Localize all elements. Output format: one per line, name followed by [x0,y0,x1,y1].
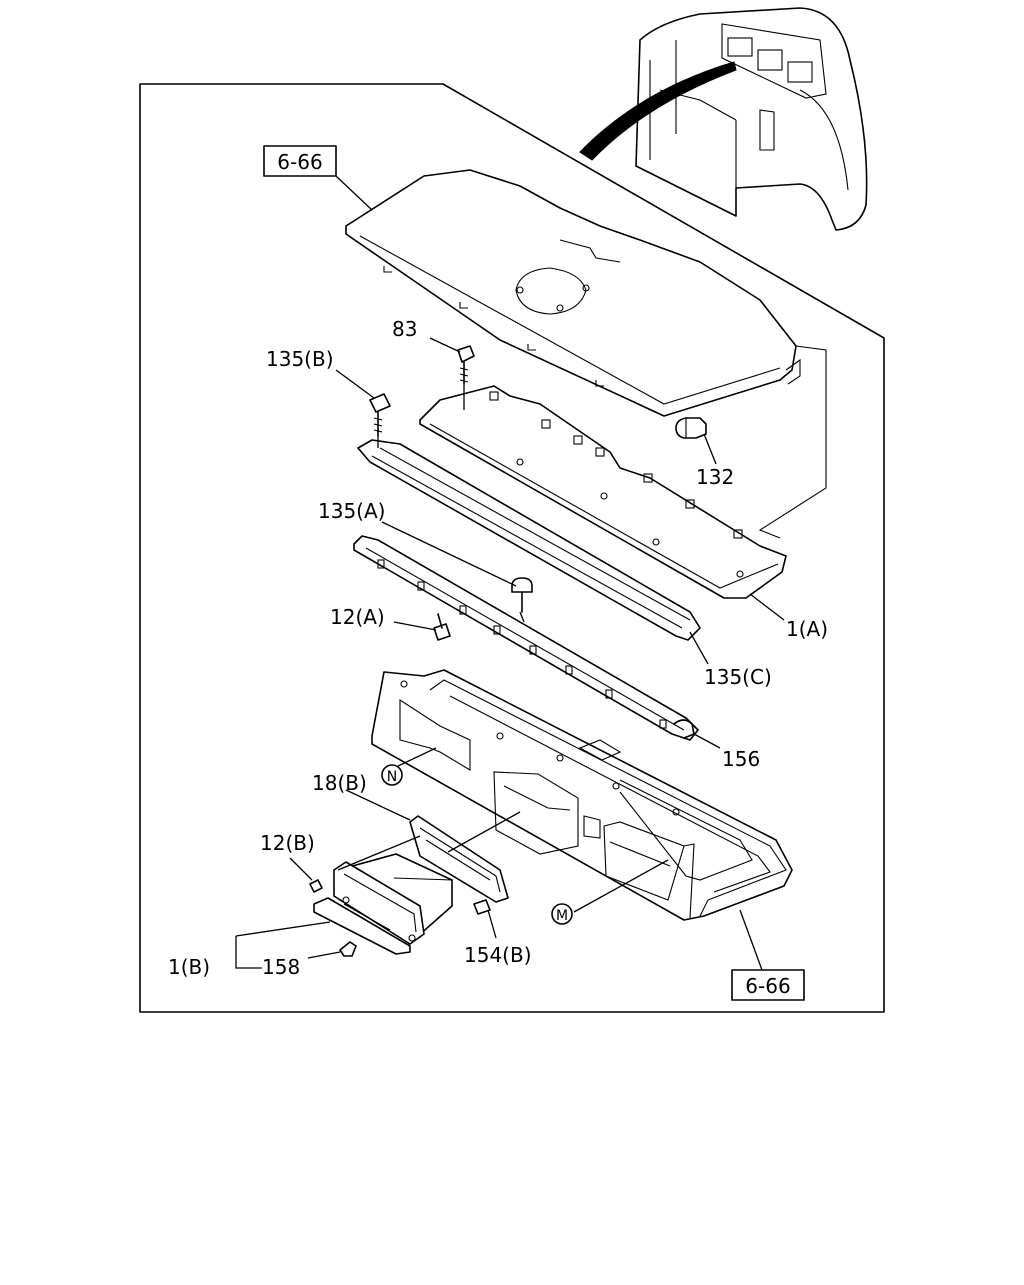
label-156: 156 [722,747,760,771]
screw-12b [309,879,323,893]
marker-m: M [551,903,573,925]
label-18b: 18(B) [312,771,367,795]
top-cover-panel [345,169,801,417]
label-135a: 135(A) [318,499,385,523]
leader-lines [235,175,785,971]
bezel-18b [409,815,509,903]
label-12a: 12(A) [330,605,385,629]
label-1b: 1(B) [168,955,210,979]
ref-box-top: 6-66 [263,145,337,177]
ref-box-bottom-label: 6-66 [745,974,790,998]
marker-n: N [381,764,403,786]
ref-box-bottom: 6-66 [731,969,805,1001]
label-1a: 1(A) [786,617,828,641]
clip-132 [675,417,707,439]
pin-156 [673,719,695,739]
lower-housing [371,669,793,921]
bolt-12a [433,613,451,641]
marker-m-label: M [556,908,568,924]
cab-inset [579,7,868,231]
label-158: 158 [262,955,300,979]
screw-154b [473,899,491,915]
strip-135a [353,535,699,741]
label-135b: 135(B) [266,347,334,371]
clip-158 [339,941,357,957]
strip-135c [357,439,701,641]
label-154b: 154(B) [464,943,532,967]
label-83: 83 [392,317,417,341]
label-135c: 135(C) [704,665,772,689]
main-frame [139,83,885,1013]
grommet-135a [511,577,533,613]
marker-n-label: N [387,769,397,785]
bracket-panel-1a [419,345,827,599]
screw-135b [369,393,391,437]
label-132: 132 [696,465,734,489]
screw-83 [457,345,475,385]
box-assembly-1b [313,853,453,955]
label-12b: 12(B) [260,831,315,855]
ref-box-top-label: 6-66 [277,150,322,174]
